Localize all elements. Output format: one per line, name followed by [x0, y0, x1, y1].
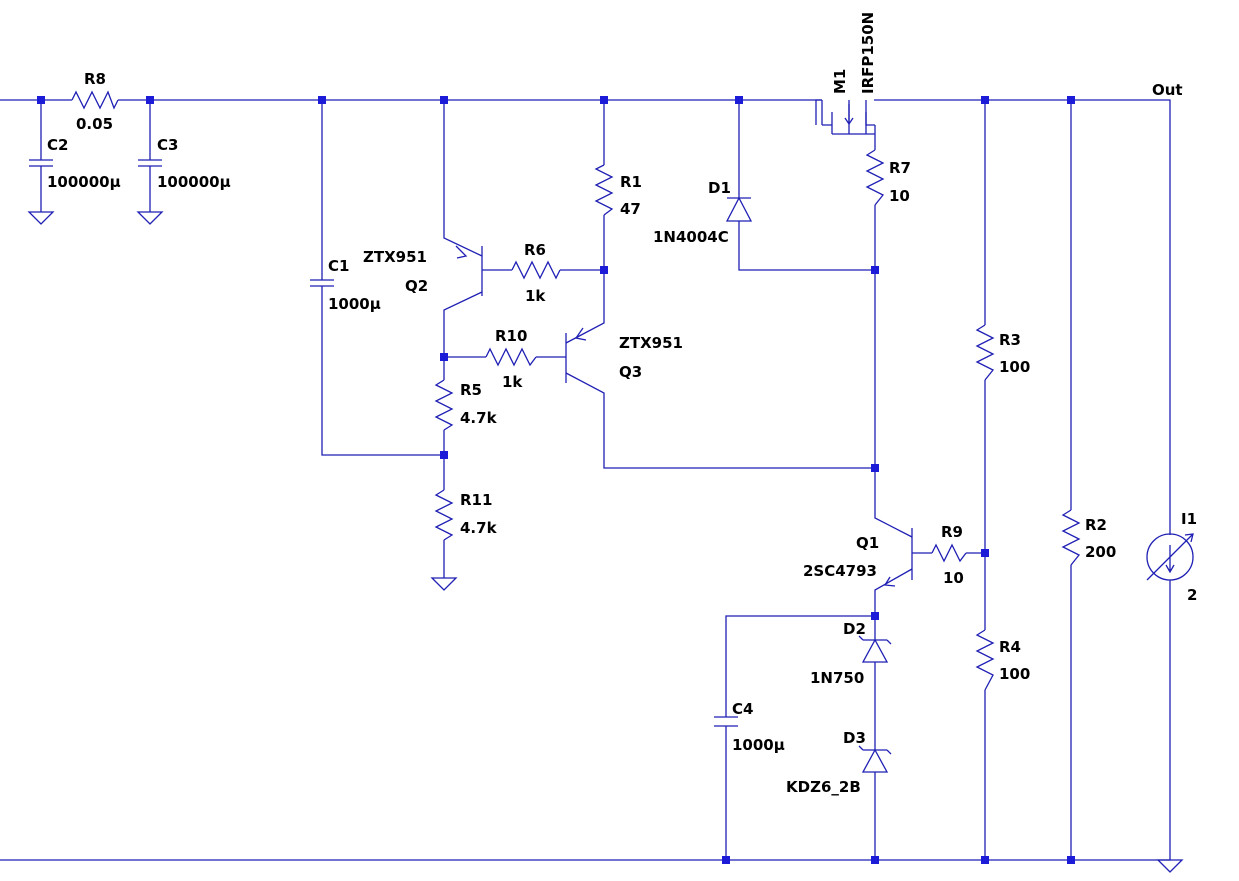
r7-ref-label: R7 — [889, 159, 911, 177]
r4-value-label: 100 — [999, 665, 1030, 683]
c4-ref-label: C4 — [732, 700, 753, 718]
mosfet-m1 — [815, 99, 875, 135]
resistor-r3 — [975, 324, 995, 381]
net-label-out: Out — [1152, 81, 1183, 99]
r6-value-label: 1k — [525, 287, 546, 305]
d2-ref-label: D2 — [843, 620, 866, 638]
transistor-q3 — [565, 327, 587, 383]
r1-value-label: 47 — [620, 200, 641, 218]
c3-ref-label: C3 — [157, 136, 178, 154]
r7-value-label: 10 — [889, 187, 910, 205]
m1-ref-label: M1 — [831, 69, 849, 94]
c2-ref-label: C2 — [47, 136, 68, 154]
capacitor-c2 — [29, 159, 53, 167]
q3-ref-label: Q3 — [619, 363, 642, 381]
resistor-r7 — [865, 149, 885, 206]
i1-value-label: 2 — [1187, 586, 1197, 604]
r10-ref-label: R10 — [495, 327, 527, 345]
d2-value-label: 1N750 — [810, 669, 864, 687]
r8-value-label: 0.05 — [76, 115, 113, 133]
resistor-r6 — [511, 260, 561, 280]
c4-value-label: 1000µ — [732, 736, 785, 754]
resistor-r4 — [975, 629, 995, 691]
d1-value-label: 1N4004C — [653, 228, 729, 246]
junction-dots — [37, 96, 1075, 864]
resistor-r2 — [1061, 509, 1081, 566]
wires — [0, 99, 1171, 861]
current-source-i1 — [1146, 533, 1194, 581]
q2-ref-label: Q2 — [405, 277, 428, 295]
q2-value-label: ZTX951 — [363, 248, 427, 266]
resistor-r11 — [434, 489, 454, 541]
r9-value-label: 10 — [943, 569, 964, 587]
zener-diode-d2 — [858, 635, 892, 663]
q1-value-label: 2SC4793 — [803, 562, 877, 580]
r1-ref-label: R1 — [620, 173, 642, 191]
resistor-r5 — [434, 379, 454, 431]
resistor-r1 — [594, 164, 614, 216]
r2-ref-label: R2 — [1085, 516, 1107, 534]
m1-value-label: IRFP150N — [859, 12, 877, 94]
c1-ref-label: C1 — [328, 257, 349, 275]
resistor-r8 — [71, 90, 119, 110]
c1-value-label: 1000µ — [328, 295, 381, 313]
r6-ref-label: R6 — [524, 241, 546, 259]
capacitor-c1 — [310, 279, 334, 287]
c3-value-label: 100000µ — [157, 173, 231, 191]
r3-value-label: 100 — [999, 358, 1030, 376]
capacitor-c3 — [138, 159, 162, 167]
r5-value-label: 4.7k — [460, 409, 498, 427]
r11-value-label: 4.7k — [460, 519, 498, 537]
d3-value-label: KDZ6_2B — [786, 778, 861, 796]
transistor-q2 — [455, 245, 483, 296]
c2-value-label: 100000µ — [47, 173, 121, 191]
resistor-r9 — [931, 543, 967, 563]
i1-ref-label: I1 — [1181, 510, 1197, 528]
transistor-q1 — [883, 528, 913, 587]
r9-ref-label: R9 — [941, 523, 963, 541]
r8-ref-label: R8 — [84, 70, 106, 88]
d3-ref-label: D3 — [843, 729, 866, 747]
r11-ref-label: R11 — [460, 491, 492, 509]
diode-d1 — [725, 196, 753, 222]
r5-ref-label: R5 — [460, 381, 482, 399]
q1-ref-label: Q1 — [856, 534, 879, 552]
capacitor-c4 — [714, 716, 738, 727]
ground-symbol — [27, 211, 1184, 873]
zener-diode-d3 — [858, 745, 892, 773]
r4-ref-label: R4 — [999, 638, 1021, 656]
r2-value-label: 200 — [1085, 543, 1116, 561]
r3-ref-label: R3 — [999, 331, 1021, 349]
r10-value-label: 1k — [502, 373, 523, 391]
q3-value-label: ZTX951 — [619, 334, 683, 352]
resistor-r10 — [485, 347, 537, 367]
d1-ref-label: D1 — [708, 179, 731, 197]
